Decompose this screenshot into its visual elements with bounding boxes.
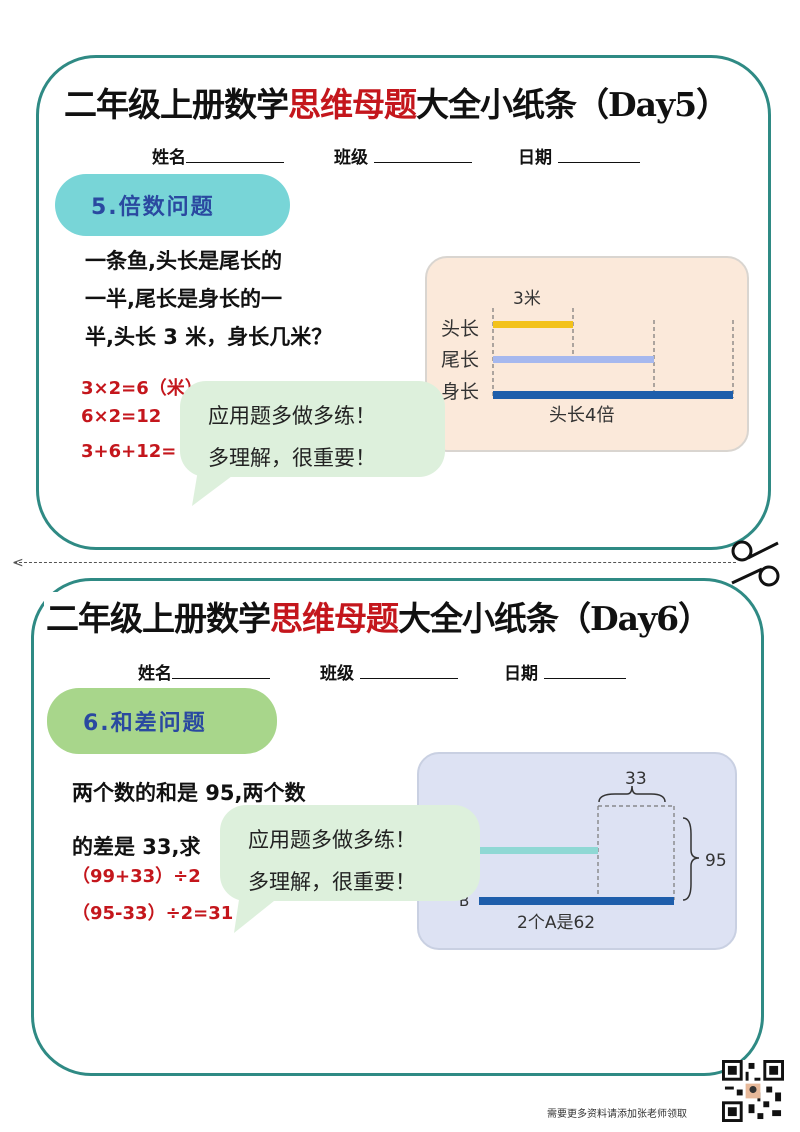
diagram-row-label: 身长 (441, 381, 479, 403)
title-prefix: 二年级上册数学 (64, 85, 289, 124)
date-field[interactable]: 日期 (504, 659, 626, 684)
arrow-left-icon: < (12, 555, 24, 571)
problem-line: 的差是 33,求 (72, 835, 201, 859)
diagram-row-label: 头长 (441, 318, 479, 340)
bar-diagram-svg: 33 95 B 2个A是62 (459, 769, 727, 933)
section-label-pill: 5.倍数问题 (55, 174, 290, 236)
problem-line: 一半,尾长是身长的一 (85, 287, 282, 311)
answer-line: （95-33）÷2=31 (72, 903, 234, 924)
problem-text: 两个数的和是 95,两个数 的差是 33,求 (72, 766, 306, 874)
problem-text: 一条鱼,头长是尾长的 一半,尾长是身长的一 半,头长 3 米，身长几米？ (85, 242, 332, 356)
date-label: 日期 (504, 664, 538, 684)
card-title-day6: 二年级上册数学思维母题大全小纸条（Day6） (44, 592, 713, 640)
bar-b (479, 897, 674, 905)
answer-line: 3+6+12= (81, 441, 177, 462)
class-label: 班级 (334, 148, 368, 168)
name-label: 姓名 (152, 148, 186, 168)
card-title-day5: 二年级上册数学思维母题大全小纸条（Day5） (62, 78, 731, 126)
diagram-bottom-label: 2个A是62 (517, 913, 595, 933)
top-brace (598, 785, 666, 803)
diagram-right-label: 95 (705, 851, 727, 871)
title-suffix: 大全小纸条（Day5） (416, 85, 729, 124)
name-field[interactable]: 姓名 (138, 659, 270, 684)
diagram-row-label: 尾长 (441, 349, 479, 371)
title-suffix: 大全小纸条（Day6） (398, 599, 711, 638)
speech-bubble: 应用题多做多练！ 多理解，很重要！ (180, 381, 445, 477)
date-label: 日期 (518, 148, 552, 168)
footer-note: 需要更多资料请添加张老师领取 (547, 1109, 687, 1120)
bar-diagram: 3米 头长 尾长 身长 头长4倍 (425, 256, 749, 452)
problem-line: 两个数的和是 95,两个数 (72, 781, 306, 805)
date-field[interactable]: 日期 (518, 143, 640, 168)
answer-line: 6×2=12 (81, 406, 162, 427)
diagram-top-label: 3米 (513, 289, 541, 309)
bar-diagram-svg: 3米 头长 尾长 身长 头长4倍 (441, 289, 734, 426)
title-highlight: 思维母题 (288, 85, 417, 124)
bubble-line: 多理解，很重要！ (208, 446, 376, 470)
diagram-top-label: 33 (625, 769, 647, 789)
right-brace (682, 817, 700, 901)
title-highlight: 思维母题 (270, 599, 399, 638)
diagram-row-label: B (459, 892, 469, 910)
name-field[interactable]: 姓名 (152, 143, 284, 168)
problem-line: 一条鱼,头长是尾长的 (85, 249, 282, 273)
speech-bubble-tail (234, 893, 284, 933)
class-field[interactable]: 班级 (334, 143, 472, 168)
qr-code[interactable] (722, 1060, 784, 1122)
head-bar (493, 321, 573, 328)
body-bar (493, 391, 733, 399)
bar-a (479, 847, 598, 854)
title-prefix: 二年级上册数学 (46, 599, 271, 638)
problem-line: 半,头长 3 米，身长几米？ (85, 325, 333, 349)
speech-bubble-tail (192, 470, 240, 506)
cut-line (14, 562, 736, 563)
scissors-icon (731, 540, 780, 587)
diagram-bottom-label: 头长4倍 (549, 405, 614, 426)
answer-line: 3×2=6（米） (81, 378, 203, 399)
name-label: 姓名 (138, 664, 172, 684)
answer-line: （99+33）÷2 (72, 866, 201, 887)
tail-bar (493, 356, 654, 363)
section-label-pill: 6.和差问题 (47, 688, 277, 754)
bubble-line: 应用题多做多练！ (208, 404, 376, 428)
speech-bubble: 应用题多做多练！ 多理解，很重要！ (220, 805, 480, 901)
bubble-line: 多理解，很重要！ (248, 870, 416, 894)
class-label: 班级 (320, 664, 354, 684)
bubble-line: 应用题多做多练！ (248, 828, 416, 852)
class-field[interactable]: 班级 (320, 659, 458, 684)
